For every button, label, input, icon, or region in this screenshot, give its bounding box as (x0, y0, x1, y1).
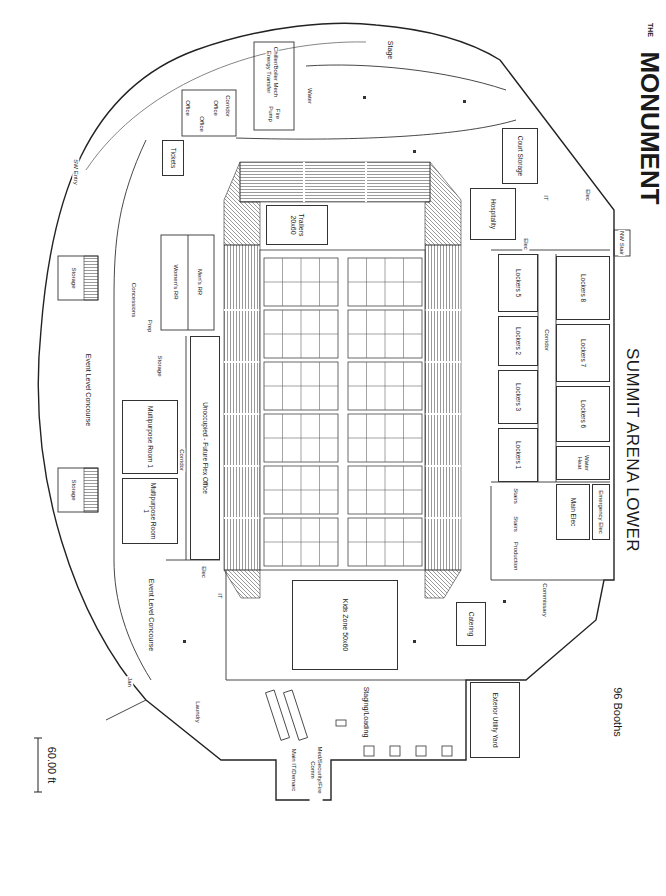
scale-bar (34, 738, 42, 792)
room-name: Main Elec (569, 498, 576, 527)
room-label: Stairs (513, 487, 520, 504)
room-label: Office (199, 115, 206, 133)
yard-box: Exterior Utility Yard (470, 682, 520, 758)
room-name: Trailers 20x60 (289, 208, 304, 242)
locker-room: Lockers 2 (498, 316, 538, 366)
room-label: Storage (157, 354, 164, 377)
room-name: Kids Zone 50x60 (341, 599, 349, 652)
room-label: Corridor (225, 94, 232, 118)
room-name: Catering (467, 612, 474, 637)
room-label: Office (185, 99, 192, 117)
room-label: Women's RR (173, 263, 180, 300)
entry-label: SW Entry (73, 158, 80, 185)
room-label: IT (543, 194, 550, 201)
booth-grid (260, 250, 425, 570)
area-label: Stage (386, 40, 394, 60)
room-label: Elec (585, 188, 592, 202)
interior-walls (58, 42, 630, 720)
room-name: Lockers 7 (579, 339, 586, 367)
room-name: Multipurpose Room 1 (143, 481, 157, 541)
room-name: Lockers 8 (579, 274, 586, 302)
room-label: Fire Pump (267, 102, 280, 126)
room-label: Water (307, 87, 314, 105)
room-box: Water Heat (556, 446, 610, 480)
locker-room: Lockers 7 (556, 324, 610, 382)
room-label: Concessions (131, 282, 138, 318)
area-label: Event Level Concourse (84, 353, 92, 427)
room-label: Men's RR (197, 268, 204, 296)
room-name: Water Heat (576, 449, 589, 477)
room-label: Laundry (195, 700, 202, 724)
room-name: Lockers 5 (514, 269, 521, 297)
room-name: Court Storage (516, 136, 523, 176)
room-name: Multipurpose Room 1 (146, 406, 153, 468)
logo-text: MONUMENT (636, 50, 665, 205)
locker-room: Lockers 3 (498, 370, 538, 424)
trailer-area: Trailers 20x60 (266, 205, 328, 245)
room-label: Elec (523, 237, 530, 251)
room-name: Unoccupied - Future Flex Office (201, 402, 208, 494)
room-label: Med/Security/Fire Comm (309, 739, 322, 801)
room-box: Tickets (162, 140, 184, 176)
seating (224, 162, 461, 598)
columns (183, 96, 506, 643)
room-label: Corridor (544, 328, 551, 352)
logo-text: THE (646, 22, 654, 38)
room-box: Multipurpose Room 1 (122, 400, 178, 474)
locker-room: Lockers 6 (556, 386, 610, 442)
locker-room: Lockers 1 (498, 428, 538, 482)
scale-label: 60.00 ft (46, 746, 58, 785)
room-name: Exterior Utility Yard (491, 692, 498, 747)
room-name: Lockers 3 (514, 383, 521, 411)
room-box: Court Storage (502, 128, 538, 184)
room-label: Prep (147, 319, 154, 334)
kids-zone: Kids Zone 50x60 (292, 580, 398, 670)
room-box: Hospitality (470, 188, 516, 240)
room-label: IT (217, 592, 224, 599)
room-name: Lockers 2 (514, 327, 521, 355)
room-label: Storage (71, 266, 78, 289)
booth-count: 96 Booths (612, 686, 624, 738)
room-name: Tickets (169, 148, 176, 168)
stair-hatch (84, 256, 98, 512)
room-box: Catering (456, 602, 486, 646)
room-label: Stairs (513, 515, 520, 532)
locker-room: Lockers 8 (556, 256, 610, 320)
room-label: Elec (201, 565, 208, 579)
room-box: Unoccupied - Future Flex Office (190, 336, 220, 560)
room-label: Commissary (542, 582, 549, 617)
room-name: Lockers 6 (579, 400, 586, 428)
room-label: NW Stair (619, 230, 626, 256)
plan-title: SUMMIT ARENA LOWER (623, 347, 642, 553)
room-box: Multipurpose Room 1 (122, 478, 178, 544)
building-outline (38, 23, 614, 800)
room-label: Storage (71, 478, 78, 501)
room-label: Production (513, 541, 520, 572)
room-label: Corridor (179, 448, 186, 472)
area-label: Staging/Loading (362, 686, 370, 739)
room-name: Emergency Elec (598, 490, 605, 534)
room-name: Lockers 1 (514, 441, 521, 469)
room-label: Office (213, 99, 220, 117)
room-box: Emergency Elec (592, 484, 610, 540)
room-label: Main IT/Demarc (291, 741, 298, 799)
room-name: Hospitality (489, 199, 496, 229)
room-label: Chiller/Boiler Mech Energy Transfer (265, 44, 278, 100)
room-label: Jan (127, 676, 134, 688)
area-label: Event Level Concourse (147, 578, 155, 652)
locker-room: Lockers 5 (498, 254, 538, 312)
room-box: Main Elec (556, 484, 590, 540)
